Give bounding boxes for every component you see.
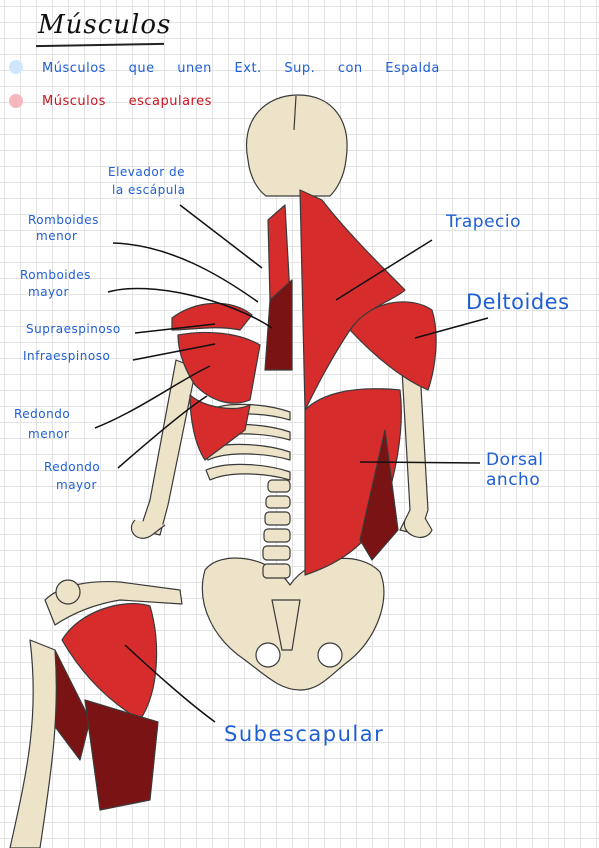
subescapular-muscle [61, 603, 158, 721]
line-supraespinoso [134, 323, 216, 334]
supraespinoso-muscle [171, 302, 253, 331]
label-dorsal-ancho-1: Dorsal [486, 450, 544, 470]
line-redondo-menor [94, 365, 211, 429]
label-subescapular: Subescapular [224, 722, 385, 746]
line-redondo-mayor [117, 395, 208, 469]
skull [246, 94, 348, 197]
line-infraespinoso [132, 343, 216, 361]
infraespinoso-muscle [177, 331, 261, 404]
line-subescapular [124, 644, 216, 723]
line-elevador [179, 204, 263, 269]
dorsal-ancho-muscle [304, 388, 402, 576]
label-supraespinoso: Supraespinoso [26, 322, 121, 336]
redondo-mayor-muscle [189, 394, 251, 461]
legend-dot-blue [9, 60, 23, 74]
deltoides-muscle [349, 301, 437, 391]
label-redondo-menor-2: menor [28, 427, 70, 441]
arm-bone-small [9, 639, 57, 848]
label-elevador-1: Elevador de [108, 165, 185, 179]
left-humerus [139, 359, 197, 536]
page-title: Músculos [38, 10, 172, 40]
legend-item-ext-sup: Músculos que unen Ext. Sup. con Espalda [42, 61, 440, 76]
label-dorsal-ancho-2: ancho [486, 470, 541, 490]
line-romboides-mayor [107, 287, 273, 329]
label-redondo-mayor-1: Redondo [44, 460, 101, 474]
line-trapecio [335, 239, 433, 301]
label-romboides-mayor-1: Romboides [20, 268, 91, 282]
label-deltoides: Deltoides [466, 290, 570, 314]
line-dorsal [359, 461, 481, 464]
line-deltoides [414, 317, 489, 339]
legend-dot-red [9, 94, 23, 108]
label-trapecio: Trapecio [446, 212, 522, 232]
label-redondo-mayor-2: mayor [56, 478, 97, 492]
spine [262, 479, 301, 651]
label-elevador-2: la escápula [112, 183, 186, 197]
romboides-muscle [264, 279, 293, 371]
label-romboides-menor-1: Romboides [28, 213, 99, 227]
label-infraespinoso: Infraespinoso [23, 349, 111, 363]
right-humerus [399, 369, 429, 536]
line-romboides-menor [112, 242, 259, 303]
trapecio-muscle [299, 189, 406, 411]
legend-item-escapulares: Músculos escapulares [42, 94, 212, 109]
label-romboides-menor-2: menor [36, 229, 78, 243]
label-romboides-mayor-2: mayor [28, 285, 69, 299]
label-redondo-menor-1: Redondo [14, 407, 71, 421]
